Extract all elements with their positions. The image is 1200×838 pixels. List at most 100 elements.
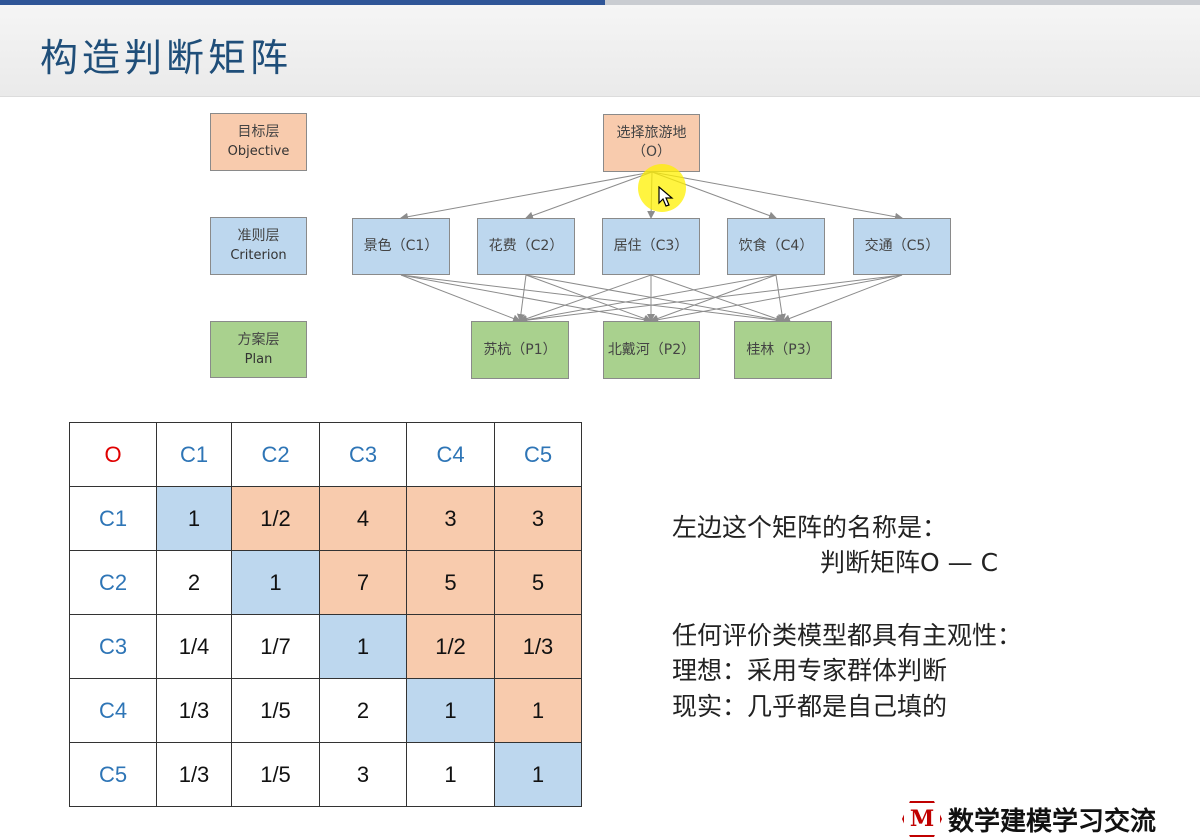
criterion-plan-connector (400, 274, 652, 324)
matrix-cell: 2 (319, 678, 407, 743)
criterion-plan-connector (519, 274, 777, 324)
matrix-row: C4 1/3 1/5 2 1 1 (69, 678, 582, 743)
goal-code: （O） (631, 144, 672, 160)
matrix-cell: 1/3 (156, 742, 232, 807)
layer-label-objective: 目标层 Objective (210, 113, 307, 171)
criterion-label: 景色（C1） (363, 238, 439, 254)
matrix-cell: 1/2 (406, 614, 495, 679)
top-accent-bar (0, 0, 605, 5)
matrix-cell: 5 (406, 550, 495, 615)
cursor-highlight (638, 164, 686, 212)
matrix-cell: 1 (406, 742, 495, 807)
criterion-label: 花费（C2） (488, 238, 564, 254)
plan-label: 苏杭（P1） (483, 341, 557, 358)
criterion-node: 居住（C3） (602, 218, 700, 275)
criterion-plan-connector (400, 274, 784, 325)
criterion-node: 饮食（C4） (727, 218, 825, 275)
top-progress-track (605, 0, 1200, 5)
matrix-cell: 3 (319, 742, 407, 807)
matrix-cell: 1 (406, 678, 495, 743)
matrix-row: C5 1/3 1/5 3 1 1 (69, 742, 582, 807)
matrix-row-header: C2 (69, 550, 157, 615)
criterion-plan-connector (775, 274, 786, 322)
matrix-row-header: C1 (69, 486, 157, 551)
criterion-plan-connector (525, 274, 652, 323)
criterion-plan-connector (650, 274, 903, 324)
goal-criterion-connector (400, 171, 653, 221)
note-ideal: 理想：采用专家群体判断 (672, 656, 948, 685)
criterion-node: 花费（C2） (477, 218, 575, 275)
logo-text: 数学建模学习交流 (948, 806, 1157, 837)
criterion-plan-connector (650, 274, 784, 323)
matrix-col-header: C3 (319, 422, 407, 487)
criterion-plan-connector (519, 274, 652, 323)
criterion-node: 景色（C1） (352, 218, 450, 275)
matrix-cell: 1/4 (156, 614, 232, 679)
matrix-row: C3 1/4 1/7 1 1/2 1/3 (69, 614, 582, 679)
matrix-cell: 7 (319, 550, 407, 615)
matrix-cell: 1 (494, 742, 582, 807)
matrix-col-header: C1 (156, 422, 232, 487)
judgment-matrix: O C1 C2 C3 C4 C5 C1 1 1/2 4 3 3 C2 2 1 7… (69, 422, 582, 807)
layer-label-criterion: 准则层 Criterion (210, 217, 307, 275)
criterion-plan-connector (782, 274, 903, 323)
slide-title: 构造判断矩阵 (40, 36, 293, 80)
matrix-cell: 1/2 (231, 486, 320, 551)
slide-header: 构造判断矩阵 (0, 5, 1200, 97)
matrix-header-row: O C1 C2 C3 C4 C5 (69, 422, 582, 487)
layer-objective-cn: 目标层 (237, 124, 280, 140)
matrix-row: C1 1 1/2 4 3 3 (69, 486, 582, 551)
layer-plan-en: Plan (244, 351, 273, 367)
matrix-cell: 1/3 (494, 614, 582, 679)
note-matrix-name-answer: 判断矩阵O — C (820, 548, 999, 577)
matrix-cell: 4 (319, 486, 407, 551)
goal-name: 选择旅游地 (616, 125, 687, 141)
plan-label: 桂林（P3） (746, 341, 820, 358)
plan-node: 苏杭（P1） (471, 321, 569, 379)
goal-node: 选择旅游地 （O） (603, 114, 700, 172)
matrix-cell: 3 (406, 486, 495, 551)
matrix-col-header: C5 (494, 422, 582, 487)
layer-criterion-cn: 准则层 (237, 228, 280, 244)
matrix-row-header: C3 (69, 614, 157, 679)
criterion-plan-connector (516, 274, 527, 322)
matrix-cell: 5 (494, 550, 582, 615)
matrix-cell: 1 (156, 486, 232, 551)
criterion-plan-connector (519, 274, 903, 325)
criterion-label: 饮食（C4） (738, 238, 814, 254)
plan-node: 北戴河（P2） (603, 321, 700, 379)
matrix-cell: 1/7 (231, 614, 320, 679)
matrix-cell: 3 (494, 486, 582, 551)
matrix-cell: 1/5 (231, 678, 320, 743)
layer-plan-cn: 方案层 (237, 331, 280, 348)
matrix-corner: O (69, 422, 157, 487)
criterion-label: 交通（C5） (864, 238, 940, 254)
plan-label: 北戴河（P2） (607, 341, 696, 358)
matrix-cell: 1 (494, 678, 582, 743)
layer-objective-en: Objective (227, 144, 290, 159)
matrix-cell: 1 (319, 614, 407, 679)
layer-criterion-en: Criterion (230, 248, 287, 263)
matrix-cell: 1 (231, 550, 320, 615)
logo-mark-icon: M (902, 801, 942, 837)
goal-criterion-connector (525, 171, 653, 220)
note-subjectivity: 任何评价类模型都具有主观性： (672, 621, 1023, 650)
matrix-cell: 1/3 (156, 678, 232, 743)
matrix-row-header: C4 (69, 678, 157, 743)
note-matrix-name-question: 左边这个矩阵的名称是： (672, 513, 948, 542)
matrix-row-header: C5 (69, 742, 157, 807)
criterion-plan-connector (400, 274, 521, 323)
criterion-node: 交通（C5） (853, 218, 951, 275)
brand-logo: M 数学建模学习交流 (902, 800, 1156, 838)
matrix-row: C2 2 1 7 5 5 (69, 550, 582, 615)
matrix-cell: 2 (156, 550, 232, 615)
plan-node: 桂林（P3） (734, 321, 832, 379)
note-reality: 现实：几乎都是自己填的 (672, 692, 948, 721)
layer-label-plan: 方案层 Plan (210, 321, 307, 378)
criterion-label: 居住（C3） (613, 238, 689, 254)
matrix-col-header: C4 (406, 422, 495, 487)
matrix-col-header: C2 (231, 422, 320, 487)
criterion-plan-connector (525, 274, 784, 324)
goal-criterion-connector (651, 171, 903, 221)
